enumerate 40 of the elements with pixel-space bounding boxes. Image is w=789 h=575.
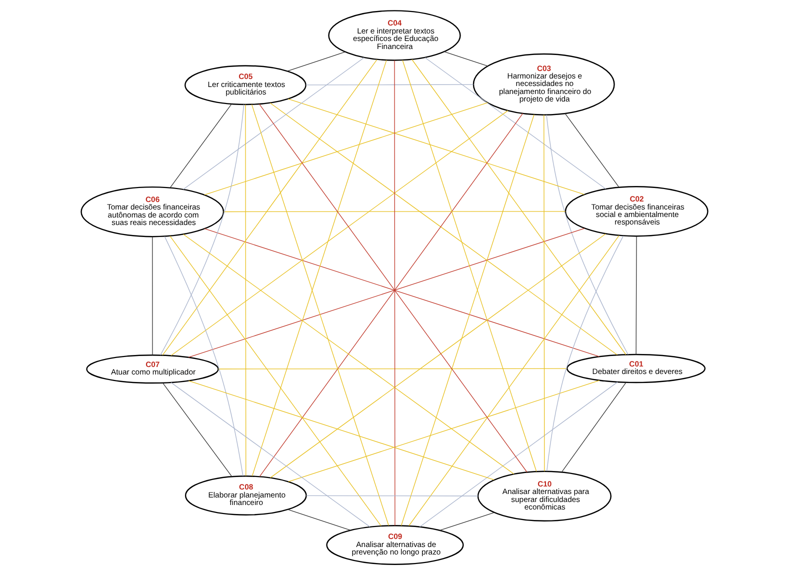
connector: [170, 382, 370, 528]
connector: [152, 236, 153, 356]
connector: [544, 114, 545, 472]
connector: [287, 52, 346, 72]
connector: [223, 211, 566, 212]
connector: [564, 113, 620, 188]
connector: [182, 234, 514, 474]
connector: [546, 236, 624, 472]
connector: [394, 60, 396, 526]
connector: [546, 114, 628, 355]
connector: [306, 84, 474, 86]
connector: [170, 104, 232, 188]
connector: [270, 234, 606, 478]
connector: [288, 509, 351, 531]
connector: [252, 60, 387, 476]
connector: [444, 51, 488, 66]
connector: [561, 382, 626, 472]
connector: [251, 104, 389, 526]
connector: [288, 380, 600, 482]
connector: [162, 382, 232, 477]
connector: [164, 236, 244, 476]
connector: [400, 114, 534, 526]
connector: [424, 57, 606, 190]
connector: [170, 236, 382, 526]
connector: [218, 368, 568, 370]
connector: [636, 236, 637, 355]
connector: [440, 512, 494, 531]
connector: [245, 104, 246, 476]
connector: [419, 382, 618, 528]
connector: [162, 59, 378, 356]
connector: [270, 102, 618, 356]
connector: [288, 98, 585, 195]
connector: [402, 60, 537, 472]
connector: [306, 495, 478, 496]
connector: [170, 110, 508, 356]
connector: [160, 104, 244, 356]
connector: [204, 102, 488, 196]
connector: [188, 380, 494, 480]
connector: [412, 59, 626, 355]
connector: [408, 235, 620, 526]
